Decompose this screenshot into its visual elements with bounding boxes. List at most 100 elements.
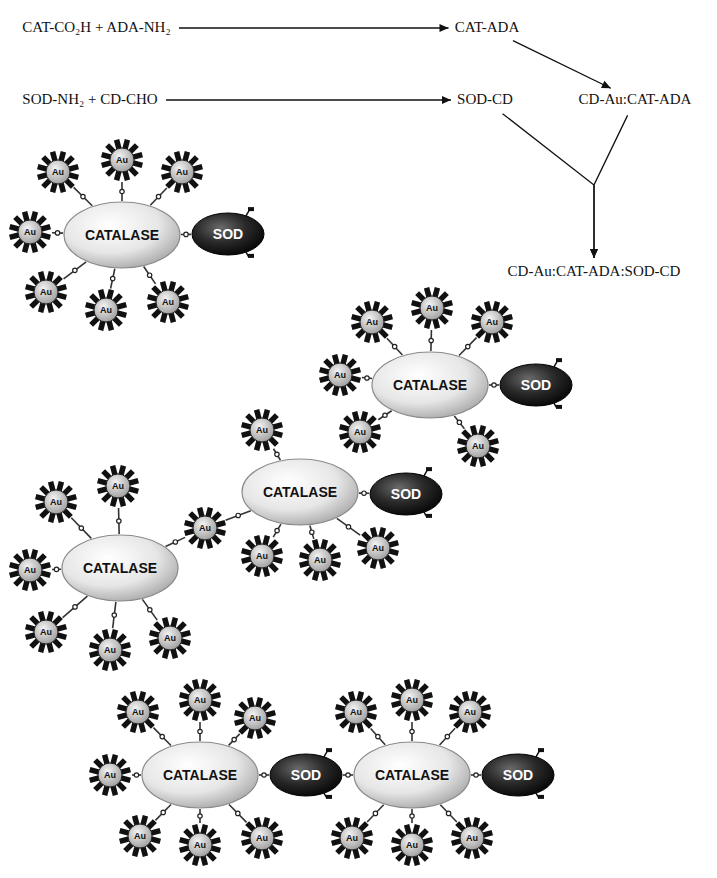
ligand-mark (121, 645, 130, 647)
host-guest-mark (446, 811, 450, 815)
ligand-mark (211, 840, 220, 842)
ligand-mark (118, 760, 125, 767)
host-guest-mark (156, 194, 160, 198)
connector-line (155, 805, 171, 821)
gold-nanoparticle: Au (183, 506, 227, 550)
ligand-mark (250, 729, 252, 738)
ligand-mark (208, 508, 210, 517)
gold-nanoparticle: Au (356, 526, 400, 570)
ligand-mark (357, 330, 364, 337)
host-guest-mark (73, 605, 77, 609)
ligand-mark (25, 550, 27, 559)
ligand-mark (146, 720, 153, 727)
ligand-mark (120, 839, 129, 841)
ligand-mark (41, 235, 50, 237)
ligand-mark (141, 692, 143, 701)
ligand-mark (121, 653, 130, 655)
ligand-mark (247, 846, 254, 853)
ligand-mark (340, 427, 349, 429)
ligand-mark (176, 287, 183, 294)
ligand-mark (190, 157, 197, 164)
ligand-mark (15, 555, 22, 562)
connector-line (273, 449, 280, 460)
ligand-mark (481, 426, 483, 435)
ligand-mark (423, 840, 432, 842)
ligand-mark (33, 581, 35, 590)
ligand-mark (105, 755, 107, 764)
ligand-mark (483, 833, 492, 835)
ligand-mark (105, 661, 107, 670)
ligand-mark (208, 539, 210, 548)
ligand-mark (273, 559, 282, 561)
ligand-mark (118, 707, 127, 709)
ligand-mark (190, 180, 197, 187)
host-guest-mark (134, 773, 138, 777)
ligand-mark (358, 543, 367, 545)
ligand-mark (337, 823, 344, 830)
ligand-mark (392, 840, 401, 842)
gold-core (156, 290, 180, 314)
gold-core (98, 763, 122, 787)
ligand-mark (114, 295, 121, 302)
ligand-mark (266, 721, 275, 723)
ligand-mark (257, 536, 259, 545)
gold-label: Au (256, 833, 268, 843)
ligand-mark (270, 564, 277, 571)
ligand-mark (315, 540, 317, 549)
ligand-mark (265, 849, 267, 858)
ligand-mark (162, 167, 171, 169)
sod-ellipse: SOD (191, 212, 265, 256)
ligand-mark (181, 641, 190, 643)
ligand-mark (415, 680, 417, 689)
gold-label: Au (334, 370, 346, 380)
ligand-mark (331, 563, 340, 565)
host-guest-mark (392, 344, 396, 348)
ligand-mark (375, 302, 377, 311)
ligand-mark (397, 853, 404, 860)
ligand-mark (357, 307, 364, 314)
gold-core (34, 280, 58, 304)
connector-line (459, 338, 477, 356)
ligand-mark (103, 494, 110, 501)
catalase-ellipse: CATALASE (141, 741, 259, 809)
formula-node: CAT-ADA (453, 18, 522, 38)
ligand-mark (103, 471, 110, 478)
reaction-arrow (179, 24, 449, 32)
ligand-mark (328, 545, 335, 552)
ligand-mark (348, 383, 355, 390)
ligand-mark (150, 641, 159, 643)
ligand-mark (452, 833, 461, 835)
host-guest-mark (474, 773, 478, 777)
gold-label: Au (194, 840, 206, 850)
ligand-mark (407, 825, 409, 834)
gold-nanoparticle: Au (338, 410, 382, 454)
ligand-mark (86, 313, 95, 315)
ligand-mark (41, 487, 48, 494)
ligand-mark (113, 786, 115, 795)
linker-bond (166, 537, 185, 546)
linker-bond (440, 728, 456, 745)
ligand-mark (358, 551, 367, 553)
ligand-mark (443, 311, 452, 313)
ligand-mark (126, 471, 133, 478)
ligand-mark (185, 152, 187, 161)
ligand-mark (171, 313, 173, 322)
ligand-mark (489, 441, 498, 443)
ligand-mark (216, 523, 225, 525)
ligand-mark (381, 528, 383, 537)
ligand-mark (265, 818, 267, 827)
linker-flag (538, 748, 544, 752)
ligand-mark (389, 551, 398, 553)
arrow-head-end (440, 24, 449, 32)
linker-flag (556, 405, 562, 409)
ligand-mark (375, 333, 377, 342)
enzyme-label: SOD (291, 767, 321, 783)
ligand-mark (54, 277, 61, 284)
ligand-mark (213, 536, 220, 543)
connector-line (113, 602, 116, 628)
host-guest-mark (79, 526, 83, 530)
ligand-mark (193, 175, 202, 177)
ligand-mark (381, 559, 383, 568)
ligand-mark (435, 288, 437, 297)
catalase-body (64, 202, 180, 268)
